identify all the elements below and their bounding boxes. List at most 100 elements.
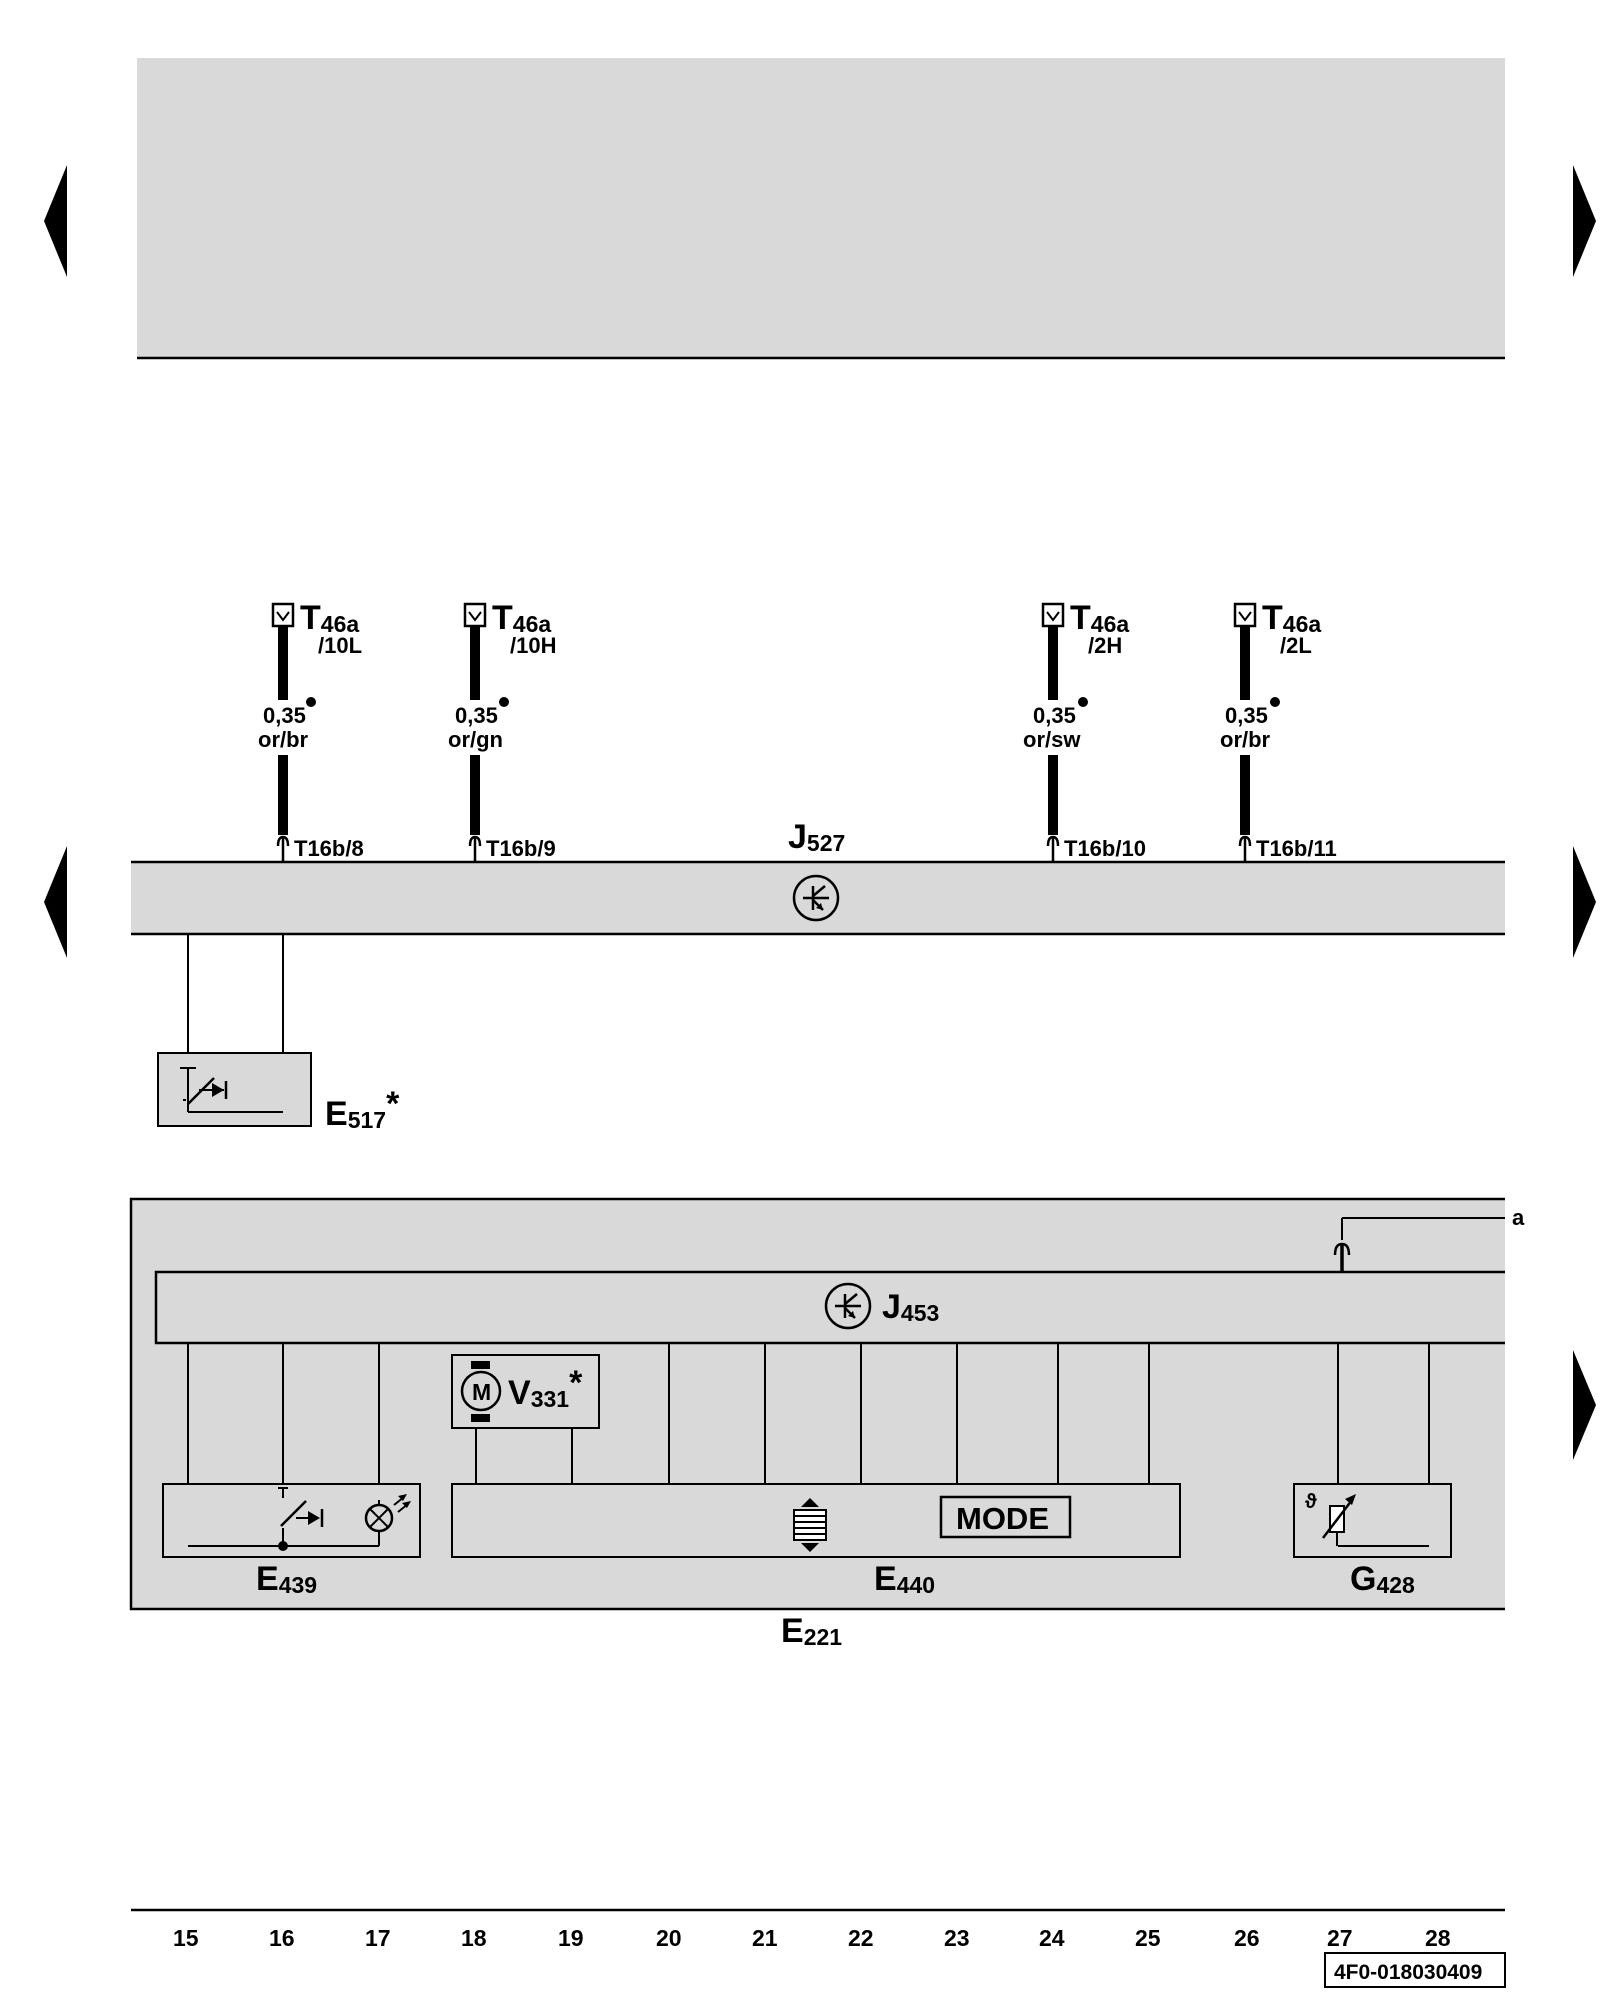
v331-sub: 331 (531, 1386, 570, 1412)
svg-text:T46a: T46a (492, 599, 551, 637)
splice-dot (306, 697, 316, 707)
connector-housing-icon (1233, 602, 1257, 628)
lamp-icon (364, 1494, 411, 1546)
connector-pin-icon (1046, 611, 1060, 622)
e221-border (129, 1197, 1505, 1611)
e517-box (157, 1052, 312, 1127)
control-unit-icon (824, 1282, 872, 1330)
svg-text:T46a: T46a (1070, 599, 1129, 637)
arrow-right-icon[interactable] (1573, 165, 1596, 277)
g428-box (1293, 1483, 1452, 1558)
g428-label: G428 (1350, 1560, 1415, 1598)
wire-gauge: 0,35 (263, 703, 306, 728)
terminal-a-label: a (1512, 1205, 1525, 1230)
column-number: 19 (558, 1925, 584, 1951)
mode-button[interactable] (939, 1495, 1072, 1539)
column-number: 24 (1039, 1925, 1065, 1951)
connector-prefix: T (492, 599, 513, 637)
connector-t46a-2h: T46a /2H 0,35 or/sw T16b/10 (1023, 599, 1146, 862)
pin-contact-icon (468, 835, 482, 862)
connector-housing-icon (271, 602, 295, 628)
connector-prefix: T (300, 599, 321, 637)
e517-star: * (386, 1085, 400, 1123)
doc-id: 4F0-018030409 (1334, 1961, 1482, 1984)
column-number: 20 (656, 1925, 682, 1951)
connector-t46a-10l: T46a /10L 0,35 or/br T16b/8 (258, 599, 364, 862)
connector-sub: 46a (513, 611, 552, 637)
connector-pin-label: /10L (318, 633, 362, 658)
column-number: 15 (173, 1925, 199, 1951)
motor-icon: M (460, 1361, 502, 1422)
j527-label: J527 (788, 818, 845, 856)
e440-sub: 440 (897, 1572, 935, 1598)
connector-t46a-10h: T46a /10H 0,35 or/gn T16b/9 (448, 599, 556, 862)
e439-label: E439 (256, 1560, 317, 1598)
mode-button-label: MODE (956, 1501, 1049, 1536)
column-number: 16 (269, 1925, 295, 1951)
svg-text:T46a: T46a (300, 599, 359, 637)
arrow-left-icon[interactable] (44, 165, 67, 277)
connector-pin-icon (1238, 611, 1252, 622)
e221-sub: 221 (804, 1624, 843, 1650)
g428-sub: 428 (1376, 1572, 1415, 1598)
connector-pin-label: /2H (1088, 633, 1122, 658)
e440-label: E440 (874, 1560, 935, 1598)
splice-dot (499, 697, 509, 707)
t16b-pin: T16b/11 (1256, 836, 1337, 861)
v331-label: V331* (508, 1364, 583, 1412)
wire-gauge: 0,35 (1033, 703, 1076, 728)
header-panel (137, 58, 1505, 358)
column-number: 28 (1425, 1925, 1451, 1951)
connector-pin-icon (468, 611, 482, 622)
temperature-sensor-icon: ϑ (1305, 1491, 1429, 1547)
wire-gauge: 0,35 (1225, 703, 1268, 728)
j453-sub: 453 (901, 1300, 939, 1326)
switch-icon (188, 1487, 379, 1551)
scroll-wheel-icon (793, 1498, 827, 1552)
connector-housing-icon (463, 602, 487, 628)
connector-pin-label: /10H (510, 633, 556, 658)
v331-prefix: V (508, 1374, 531, 1412)
e439-sub: 439 (279, 1572, 317, 1598)
connector-pin-label: /2L (1280, 633, 1312, 658)
connector-sub: 46a (1283, 611, 1322, 637)
splice-dot (1270, 697, 1280, 707)
e221-label: E221 (781, 1612, 842, 1650)
j453-border (154, 1270, 1505, 1345)
pin-contact-icon (1046, 835, 1060, 862)
column-number: 25 (1135, 1925, 1161, 1951)
e440-prefix: E (874, 1560, 897, 1598)
column-numbers: 15 16 17 18 19 20 21 22 23 24 25 26 27 2… (173, 1925, 1451, 1951)
v331-star: * (569, 1364, 583, 1402)
control-unit-icon (792, 874, 840, 922)
t16b-pin: T16b/10 (1064, 836, 1146, 861)
j453-label: J453 (882, 1288, 939, 1326)
wire-gauge: 0,35 (455, 703, 498, 728)
column-number: 17 (365, 1925, 391, 1951)
theta-symbol: ϑ (1305, 1491, 1317, 1513)
column-number: 23 (944, 1925, 970, 1951)
connector-sub: 46a (1091, 611, 1130, 637)
column-number: 21 (752, 1925, 778, 1951)
e221-prefix: E (781, 1612, 804, 1650)
j453-prefix: J (882, 1288, 901, 1326)
column-number: 27 (1327, 1925, 1353, 1951)
e517-label: E517* (325, 1085, 400, 1133)
connector-t46a-2l: T46a /2L 0,35 or/br T16b/11 (1220, 599, 1337, 862)
connector-sub: 46a (321, 611, 360, 637)
t16b-pin: T16b/8 (294, 836, 364, 861)
arrow-right-icon[interactable] (1573, 846, 1596, 958)
connector-pin-icon (276, 611, 290, 622)
arrow-right-icon[interactable] (1573, 1350, 1596, 1460)
arrow-left-icon[interactable] (44, 846, 67, 958)
wire-color: or/br (258, 727, 309, 752)
doc-id-box (1324, 1952, 1506, 1988)
motor-letter: M (472, 1379, 491, 1405)
wire-color: or/gn (448, 727, 503, 752)
j527-sub: 527 (807, 830, 845, 856)
g428-prefix: G (1350, 1560, 1376, 1598)
e439-prefix: E (256, 1560, 279, 1598)
j527-prefix: J (788, 818, 807, 856)
e517-prefix: E (325, 1095, 348, 1133)
